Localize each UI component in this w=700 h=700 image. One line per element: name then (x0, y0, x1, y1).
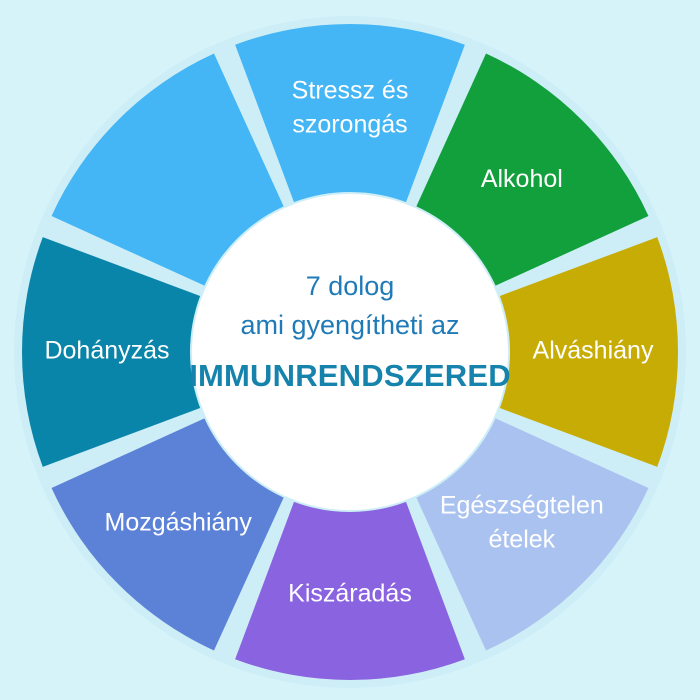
donut-segment[interactable] (235, 24, 465, 203)
center-headline-emphasis: IMMUNRENDSZERED (189, 358, 511, 393)
segments-group (22, 24, 678, 680)
center-hub: 7 dolog ami gyengítheti az IMMUNRENDSZER… (189, 194, 511, 510)
donut-segment[interactable] (499, 237, 678, 467)
donut-segment[interactable] (22, 237, 201, 467)
donut-segment[interactable] (416, 418, 649, 651)
donut-segment[interactable] (51, 418, 284, 651)
donut-segment[interactable] (235, 501, 465, 680)
center-circle (192, 194, 508, 510)
center-headline-line-1: 7 dolog (306, 271, 395, 301)
donut-segment[interactable] (416, 53, 649, 286)
center-headline-line-2: ami gyengítheti az (240, 310, 459, 340)
donut-segment[interactable] (51, 53, 284, 286)
